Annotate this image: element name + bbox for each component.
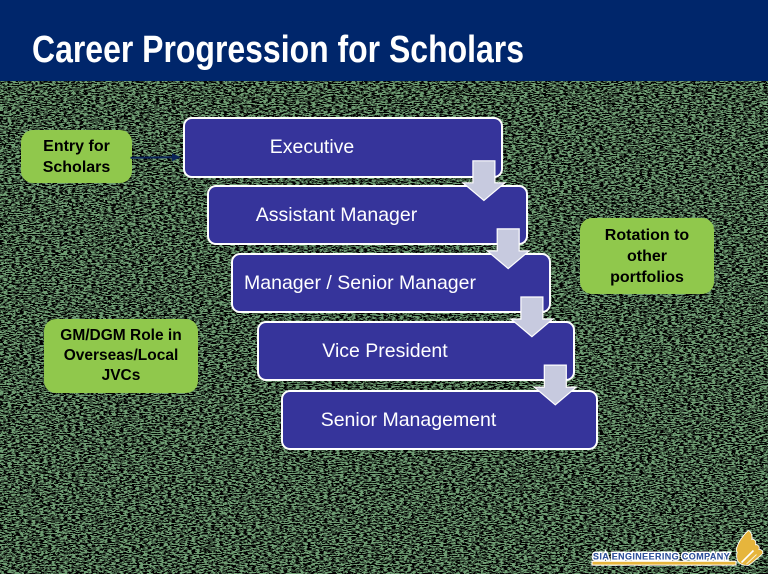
- svg-text:SIA ENGINEERING COMPANY: SIA ENGINEERING COMPANY: [593, 552, 730, 562]
- svg-text:SIA ENGINEERING COMPANY: SIA ENGINEERING COMPANY: [593, 552, 730, 562]
